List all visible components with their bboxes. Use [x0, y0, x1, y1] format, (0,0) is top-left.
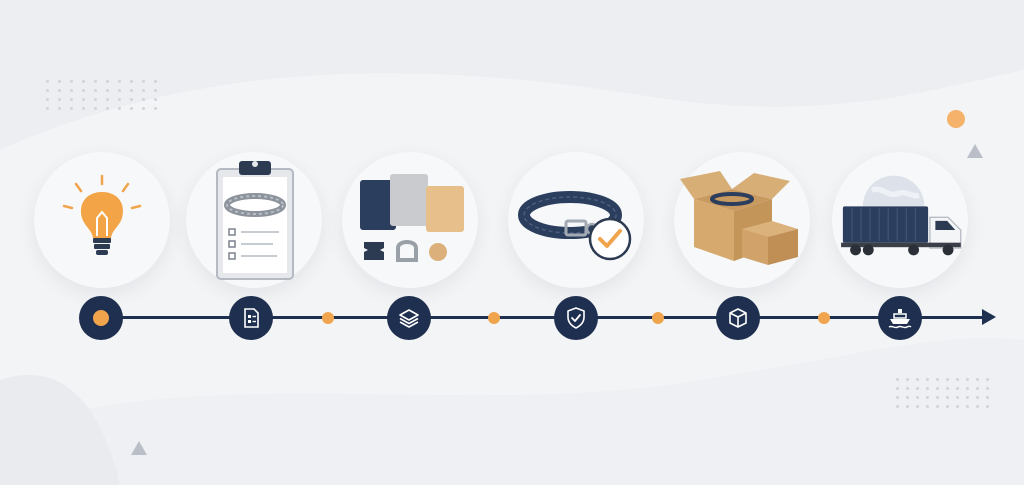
- ship-icon: [888, 309, 912, 329]
- timeline-node-materials: [387, 296, 431, 340]
- dot-grid-top-left: [46, 80, 157, 110]
- timeline-node-packaging: [716, 296, 760, 340]
- material-swatches-icon: [360, 174, 464, 262]
- truck-globe-icon: [841, 175, 962, 256]
- timeline-node-quality-control: [554, 296, 598, 340]
- layers-icon: [399, 309, 419, 328]
- stage-quality-control: [508, 152, 644, 288]
- collar-checkmark-icon: [518, 191, 632, 261]
- connector-dot: [488, 312, 500, 324]
- connector-dot: [652, 312, 664, 324]
- connector-dot: [322, 312, 334, 324]
- dot-icon: [93, 310, 109, 326]
- stage-design-spec: [186, 152, 322, 288]
- cardboard-boxes-icon: [680, 171, 798, 265]
- stage-packaging: [674, 152, 810, 288]
- triangle-decoration-left: [131, 441, 147, 455]
- dot-grid-bottom-right: [896, 378, 989, 408]
- orange-circle-decoration: [947, 110, 965, 128]
- triangle-decoration-right: [967, 144, 983, 158]
- timeline-node-idea: [79, 296, 123, 340]
- clipboard-collar-icon: [216, 161, 294, 280]
- stage-idea: [34, 152, 170, 288]
- connector-dot: [818, 312, 830, 324]
- lightbulb-icon: [62, 174, 142, 255]
- shield-check-icon: [567, 307, 585, 329]
- box-icon: [729, 308, 747, 328]
- stage-shipping: [832, 152, 968, 288]
- timeline-node-shipping: [878, 296, 922, 340]
- timeline-node-design-spec: [229, 296, 273, 340]
- document-checklist-icon: [244, 308, 259, 328]
- timeline-line: [100, 316, 984, 319]
- stage-materials: [342, 152, 478, 288]
- timeline-arrow-icon: [982, 309, 996, 325]
